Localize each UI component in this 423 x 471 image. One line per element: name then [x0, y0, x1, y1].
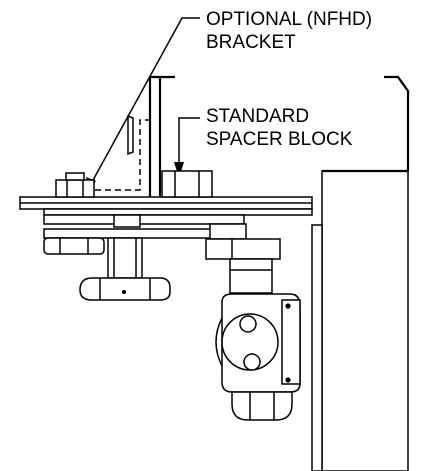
- shaft-collar: [209, 223, 247, 240]
- spacer-block-label-line1: STANDARD: [206, 106, 309, 127]
- clamp-center-boss: [113, 214, 141, 228]
- frame-outer-wall: [321, 170, 409, 471]
- actuator-left-bulge: [215, 317, 223, 367]
- mounting-plate: [19, 196, 313, 216]
- upper-bracket-left-flange: [148, 75, 175, 197]
- upper-bracket-right-flange: [384, 75, 410, 171]
- optional-bracket-outline: [95, 119, 150, 191]
- clamp-stem: [107, 237, 143, 279]
- clamp-knob: [79, 277, 171, 301]
- actuator-housing: [215, 293, 301, 421]
- shaft-body: [229, 258, 273, 294]
- bolt-head-hex: [55, 179, 95, 198]
- clamp-nut: [43, 237, 105, 255]
- clamp-knob-pin-icon: [122, 290, 126, 294]
- spacer-block-leader-line: [178, 117, 200, 168]
- actuator-screw-top-icon: [285, 303, 291, 309]
- lower-clamp-assembly: [43, 214, 245, 301]
- shaft-coupling: [205, 238, 281, 260]
- actuator-screw-bottom-icon: [285, 377, 291, 383]
- spacer-block-callout: STANDARD SPACER BLOCK: [174, 106, 353, 178]
- optional-bracket-leader-line: [91, 17, 200, 183]
- actuator-port-upper: [239, 315, 257, 333]
- mounting-plate-underside: [43, 208, 313, 216]
- optional-bracket-label-line2: BRACKET: [206, 32, 296, 53]
- vertical-mounting-frame: [311, 169, 409, 471]
- frame-inner-lip: [311, 224, 323, 471]
- actuator-lower-cap: [231, 391, 293, 421]
- upper-l-bracket: [148, 75, 410, 197]
- actuator-side-flange: [281, 299, 301, 385]
- plate-bolt-head: [55, 172, 95, 198]
- actuator-port-lower: [243, 353, 261, 371]
- spacer-block-arrowhead: [174, 162, 184, 178]
- standard-spacer-block: [161, 170, 213, 198]
- optional-bracket-callout: OPTIONAL (NFHD) BRACKET: [86, 9, 372, 190]
- clamp-plate-top: [43, 214, 245, 225]
- spacer-block-body: [161, 170, 213, 198]
- spacer-block-label-line2: SPACER BLOCK: [206, 129, 353, 150]
- optional-bracket-label-line1: OPTIONAL (NFHD): [206, 9, 372, 30]
- optional-nfhd-bracket: [95, 114, 150, 191]
- bolt-head-top: [65, 172, 85, 181]
- drive-shaft: [205, 223, 281, 294]
- optional-bracket-tab: [127, 114, 134, 156]
